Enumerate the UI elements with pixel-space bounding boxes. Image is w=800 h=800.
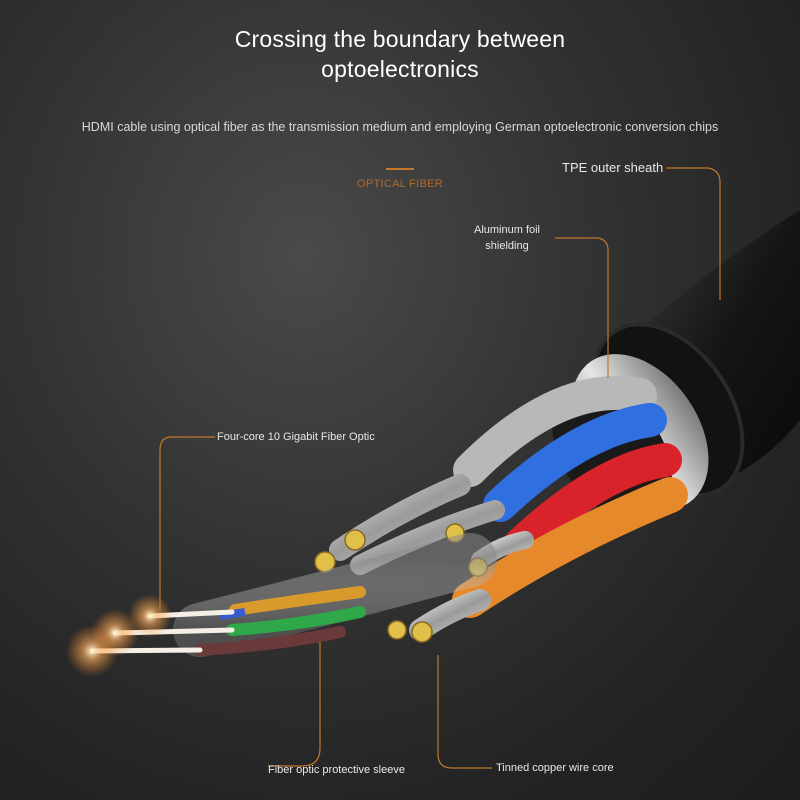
leader-tpe-sheath: [666, 167, 721, 300]
leader-aluminum-foil: [555, 237, 609, 378]
section-label: OPTICAL FIBER: [356, 178, 443, 190]
page-title: Crossing the boundary between optoelectr…: [0, 24, 800, 84]
callout-tpe-sheath: TPE outer sheath: [562, 160, 664, 175]
leader-fiber-optic: [159, 436, 215, 610]
callout-lines: [159, 167, 721, 769]
title-line-2: optoelectronics: [321, 56, 479, 82]
callout-aluminum-foil-line2: shielding: [485, 240, 529, 252]
callout-aluminum-foil: Aluminum foil shielding: [472, 222, 542, 254]
section-divider: [386, 168, 414, 170]
page-subtitle: HDMI cable using optical fiber as the tr…: [81, 120, 719, 134]
leader-copper-core: [437, 655, 492, 769]
callout-aluminum-foil-line1: Aluminum foil: [473, 224, 541, 236]
callout-copper-core: Tinned copper wire core: [496, 762, 614, 774]
leader-protective-sleeve: [268, 642, 321, 767]
callout-protective-sleeve: Fiber optic protective sleeve: [268, 764, 405, 776]
fiber-bundle: [66, 533, 497, 677]
title-line-1: Crossing the boundary between: [234, 26, 566, 52]
callout-fiber-optic: Four-core 10 Gigabit Fiber Optic: [217, 431, 375, 443]
